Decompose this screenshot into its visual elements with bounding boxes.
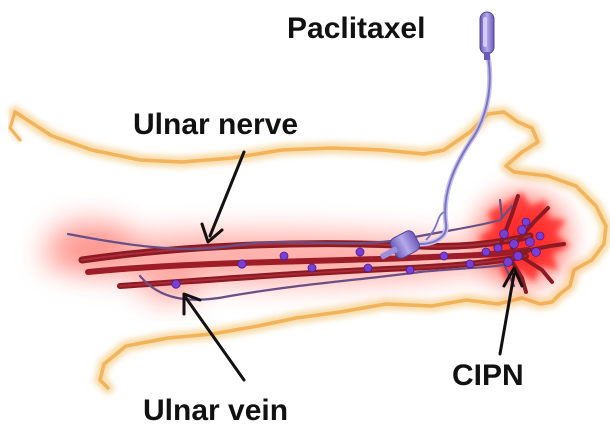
drug-particle-icon xyxy=(536,232,544,240)
syringe-icon xyxy=(480,12,494,60)
drug-particle-icon xyxy=(356,248,364,256)
drug-particle-icon xyxy=(510,240,519,249)
drug-particle-icon xyxy=(522,218,530,226)
drug-particle-icon xyxy=(518,226,527,235)
label-paclitaxel: Paclitaxel xyxy=(287,14,425,44)
drug-particle-icon xyxy=(280,252,288,260)
drug-particle-icon xyxy=(308,264,316,272)
drug-particle-icon xyxy=(532,248,541,257)
label-cipn: CIPN xyxy=(452,361,524,391)
drug-particle-icon xyxy=(494,244,502,252)
drug-particle-icon xyxy=(504,258,513,267)
label-ulnar-vein: Ulnar vein xyxy=(143,396,288,426)
drug-particle-icon xyxy=(406,266,414,274)
drug-particle-icon xyxy=(466,260,474,268)
drug-particle-icon xyxy=(172,280,180,288)
drug-particle-icon xyxy=(440,252,448,260)
drug-particle-icon xyxy=(500,230,509,239)
drug-particle-icon xyxy=(514,252,523,261)
label-ulnar-nerve: Ulnar nerve xyxy=(133,110,298,140)
drug-particle-icon xyxy=(364,264,372,272)
drug-particle-icon xyxy=(526,238,535,247)
drug-particle-icon xyxy=(482,248,490,256)
drug-particle-icon xyxy=(238,260,246,268)
